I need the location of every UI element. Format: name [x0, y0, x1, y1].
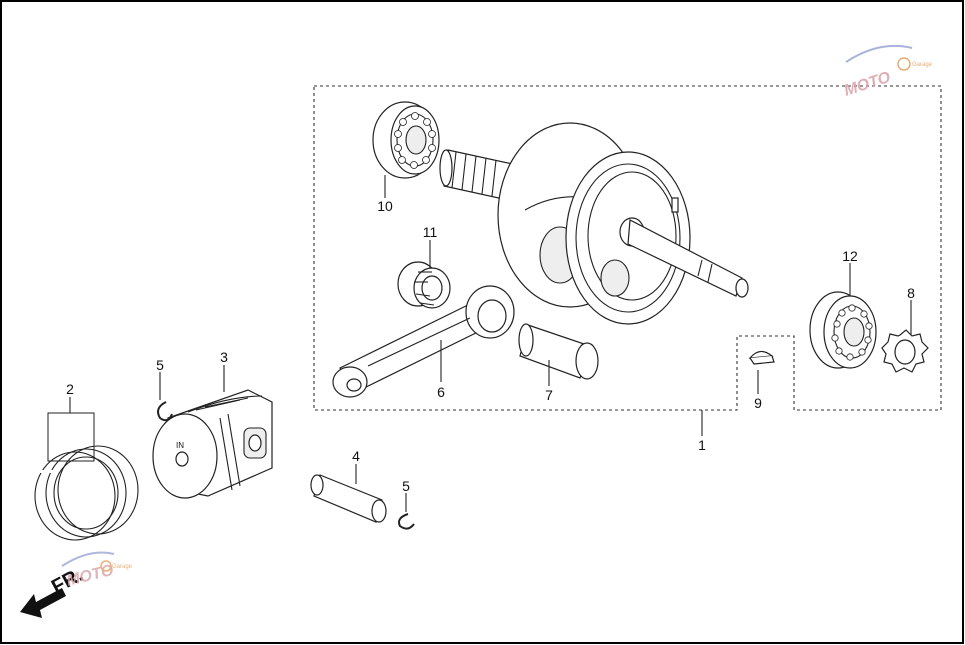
bearing-10 [372, 101, 440, 179]
arrow-left-icon [20, 588, 66, 618]
callout-4: 4 [352, 448, 360, 464]
callout-6: 6 [437, 384, 445, 400]
watermark-bottom: MOTO Garage [61, 551, 133, 590]
watermark-top: MOTO Garage [842, 44, 933, 100]
front-direction-arrow: FR. [20, 564, 87, 618]
woodruff-key-9 [748, 350, 775, 365]
callout-11: 11 [423, 224, 438, 240]
needle-bearing-11 [397, 261, 451, 309]
piston-3: IN [152, 389, 273, 499]
bearing-12 [809, 291, 877, 369]
callout-10: 10 [377, 198, 393, 214]
callout-5a: 5 [156, 357, 164, 373]
piston-pin-4 [310, 474, 387, 523]
svg-text:Garage: Garage [112, 564, 133, 570]
connecting-rod-6 [332, 285, 515, 398]
gear-icon [100, 560, 112, 572]
callout-8: 8 [907, 285, 915, 301]
crank-pin-7 [518, 323, 599, 380]
piston-in-mark: IN [176, 441, 184, 450]
callout-5b: 5 [402, 478, 410, 494]
piston-rings-2 [34, 412, 139, 541]
svg-text:Garage: Garage [912, 62, 933, 68]
callout-2: 2 [66, 381, 74, 397]
callout-7: 7 [545, 387, 553, 403]
callout-1: 1 [698, 437, 706, 453]
crankshaft [439, 122, 749, 325]
circlip-5b [398, 513, 415, 530]
callout-9: 9 [754, 395, 762, 411]
sprocket-8 [881, 329, 929, 373]
assembly-boundary [313, 85, 942, 411]
gear-icon [897, 57, 911, 71]
callout-3: 3 [220, 349, 228, 365]
circlip-5a [157, 401, 173, 422]
svg-text:MOTO: MOTO [842, 69, 893, 100]
callout-12: 12 [842, 248, 858, 264]
leader-lines [69, 175, 912, 512]
